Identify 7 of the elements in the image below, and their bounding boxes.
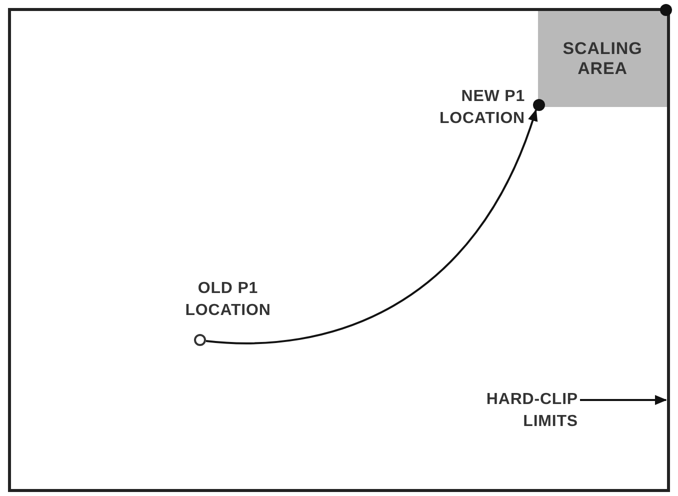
arrow (580, 395, 667, 405)
location-label: OLD P1 LOCATION (184, 279, 272, 321)
hard-clip-frame (8, 8, 670, 492)
location-label: NEW P1 LOCATION (438, 87, 525, 129)
limit-label: HARD-CLIP LIMITS (430, 386, 578, 436)
arrow (206, 109, 537, 344)
scaling-area: SCALING AREA (538, 11, 667, 107)
